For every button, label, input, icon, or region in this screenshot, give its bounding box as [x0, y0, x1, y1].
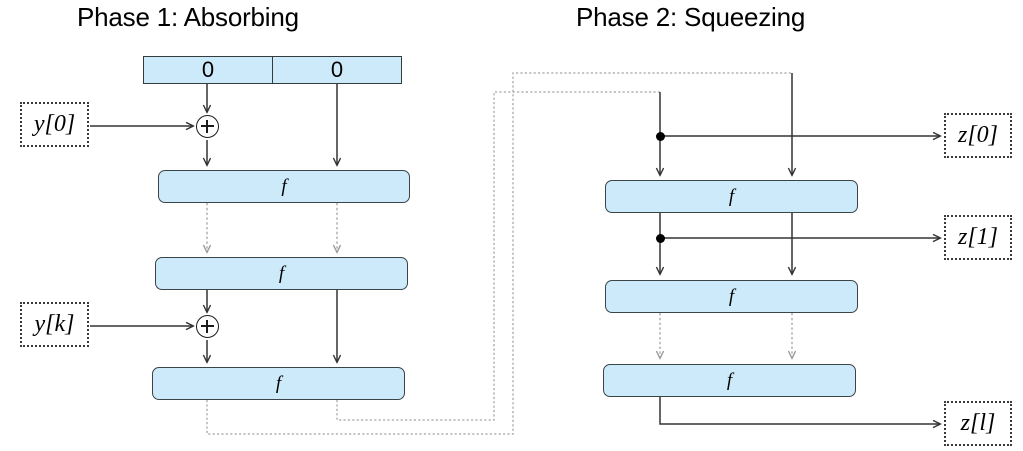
permutation-f-6: f	[603, 364, 856, 397]
wire-f6-to-zl	[659, 397, 940, 424]
input-y0: y[0]	[20, 102, 89, 147]
permutation-f-5: f	[605, 280, 858, 313]
output-z0: z[0]	[944, 113, 1012, 158]
phase2-title: Phase 2: Squeezing	[576, 2, 806, 32]
junction-dot-z1	[655, 233, 665, 243]
xor-gate-1	[196, 115, 219, 138]
input-yk: y[k]	[20, 302, 89, 347]
output-z1: z[1]	[944, 215, 1012, 260]
output-zl: z[l]	[944, 401, 1012, 446]
wire-f1-to-f2-dotted	[207, 203, 337, 252]
permutation-f-1: f	[158, 170, 410, 203]
permutation-f-3: f	[152, 367, 405, 400]
state-cell-capacity: 0	[272, 56, 402, 84]
permutation-f-2: f	[155, 257, 408, 290]
permutation-f-4: f	[605, 180, 858, 213]
wire-f5-to-f6-dotted	[660, 313, 792, 358]
junction-dot-z0	[655, 131, 665, 141]
phase1-title: Phase 1: Absorbing	[77, 2, 299, 32]
xor-gate-2	[196, 315, 219, 338]
state-cell-rate: 0	[143, 56, 273, 84]
